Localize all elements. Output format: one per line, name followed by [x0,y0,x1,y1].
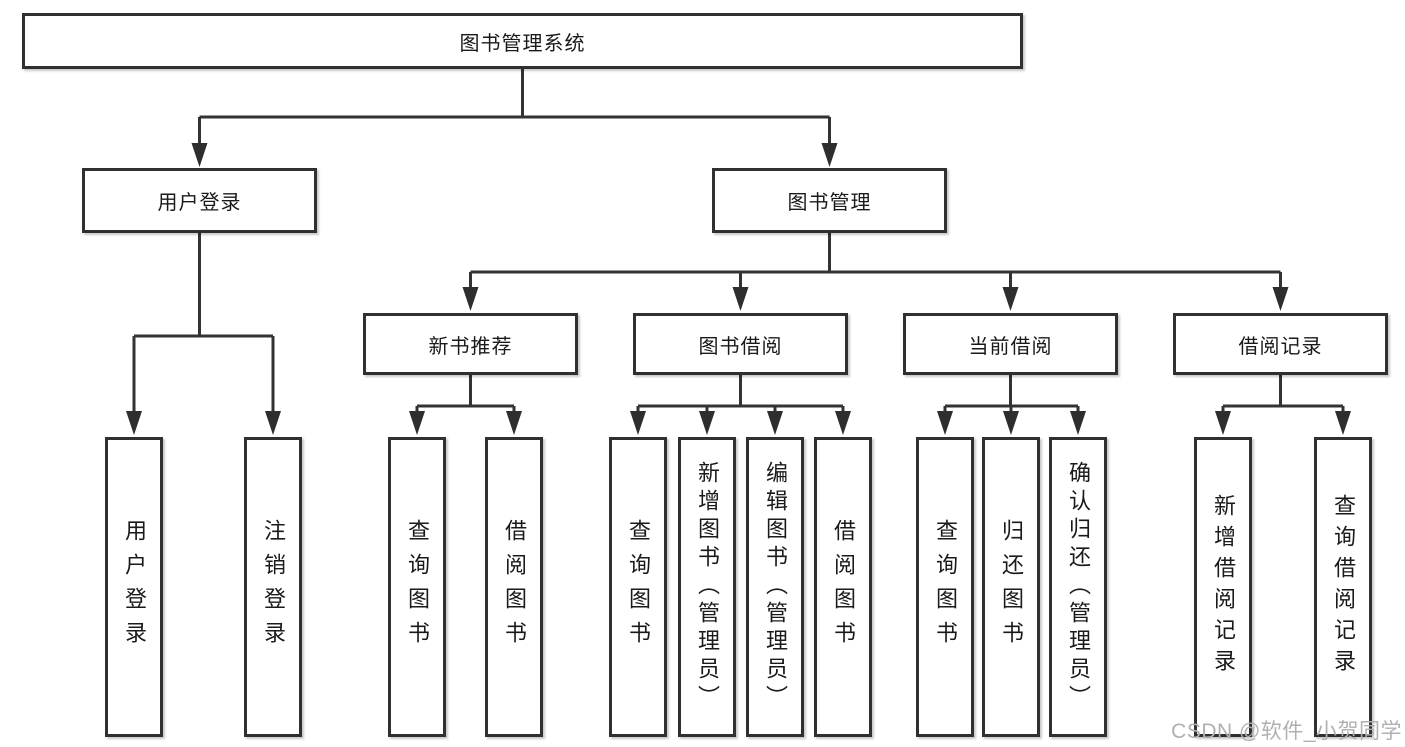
leaf-query-books-borrow: 查询图书 [609,437,667,737]
leaf-add-books-admin: 新增图书（管理员） [678,437,736,737]
leaf-query-borrow-record: 查询借阅记录 [1314,437,1372,737]
watermark: CSDN @软件_小贺同学 [1171,720,1402,743]
leaf-logout: 注销登录 [244,437,302,737]
leaf-borrow-books-recommend: 借阅图书 [485,437,543,737]
leaf-user-login-label: 用户登录 [122,519,147,655]
leaf-edit-books-admin: 编辑图书（管理员） [746,437,804,737]
node-user-login: 用户登录 [82,168,317,233]
node-new-book-recommend-label: 新书推荐 [428,335,513,358]
leaf-query-books-recommend: 查询图书 [388,437,446,737]
node-current-borrow-label: 当前借阅 [968,335,1053,358]
leaf-confirm-return-admin: 确认归还（管理员） [1049,437,1107,737]
tree-edges [132,69,1345,414]
leaf-query-books-current: 查询图书 [916,437,974,737]
node-borrow-record-label: 借阅记录 [1238,335,1323,358]
node-book-borrow: 图书借阅 [633,313,848,375]
node-root: 图书管理系统 [22,13,1023,69]
leaf-return-books-label: 归还图书 [999,519,1024,655]
leaf-user-login: 用户登录 [105,437,163,737]
leaf-return-books: 归还图书 [982,437,1040,737]
node-book-management: 图书管理 [712,168,947,233]
leaf-borrow-books: 借阅图书 [814,437,872,737]
leaf-borrow-books-recommend-label: 借阅图书 [502,519,527,655]
node-book-management-label: 图书管理 [787,192,872,214]
leaf-query-borrow-record-label: 查询借阅记录 [1331,494,1356,680]
leaf-add-books-admin-label: 新增图书（管理员） [695,461,720,713]
leaf-borrow-books-label: 借阅图书 [831,519,856,655]
node-new-book-recommend: 新书推荐 [363,313,578,375]
node-current-borrow: 当前借阅 [903,313,1118,375]
leaf-confirm-return-admin-label: 确认归还（管理员） [1066,461,1091,713]
leaf-query-books-current-label: 查询图书 [933,519,958,655]
leaf-logout-label: 注销登录 [261,519,286,655]
arrowheads [126,143,1351,435]
leaf-query-books-recommend-label: 查询图书 [405,519,430,655]
node-user-login-label: 用户登录 [157,192,242,214]
node-book-borrow-label: 图书借阅 [698,335,783,358]
node-root-label: 图书管理系统 [459,32,586,55]
leaf-query-books-borrow-label: 查询图书 [626,519,651,655]
leaf-add-borrow-record: 新增借阅记录 [1194,437,1252,737]
leaf-add-borrow-record-label: 新增借阅记录 [1211,494,1236,680]
node-borrow-record: 借阅记录 [1173,313,1388,375]
leaf-edit-books-admin-label: 编辑图书（管理员） [763,461,788,713]
